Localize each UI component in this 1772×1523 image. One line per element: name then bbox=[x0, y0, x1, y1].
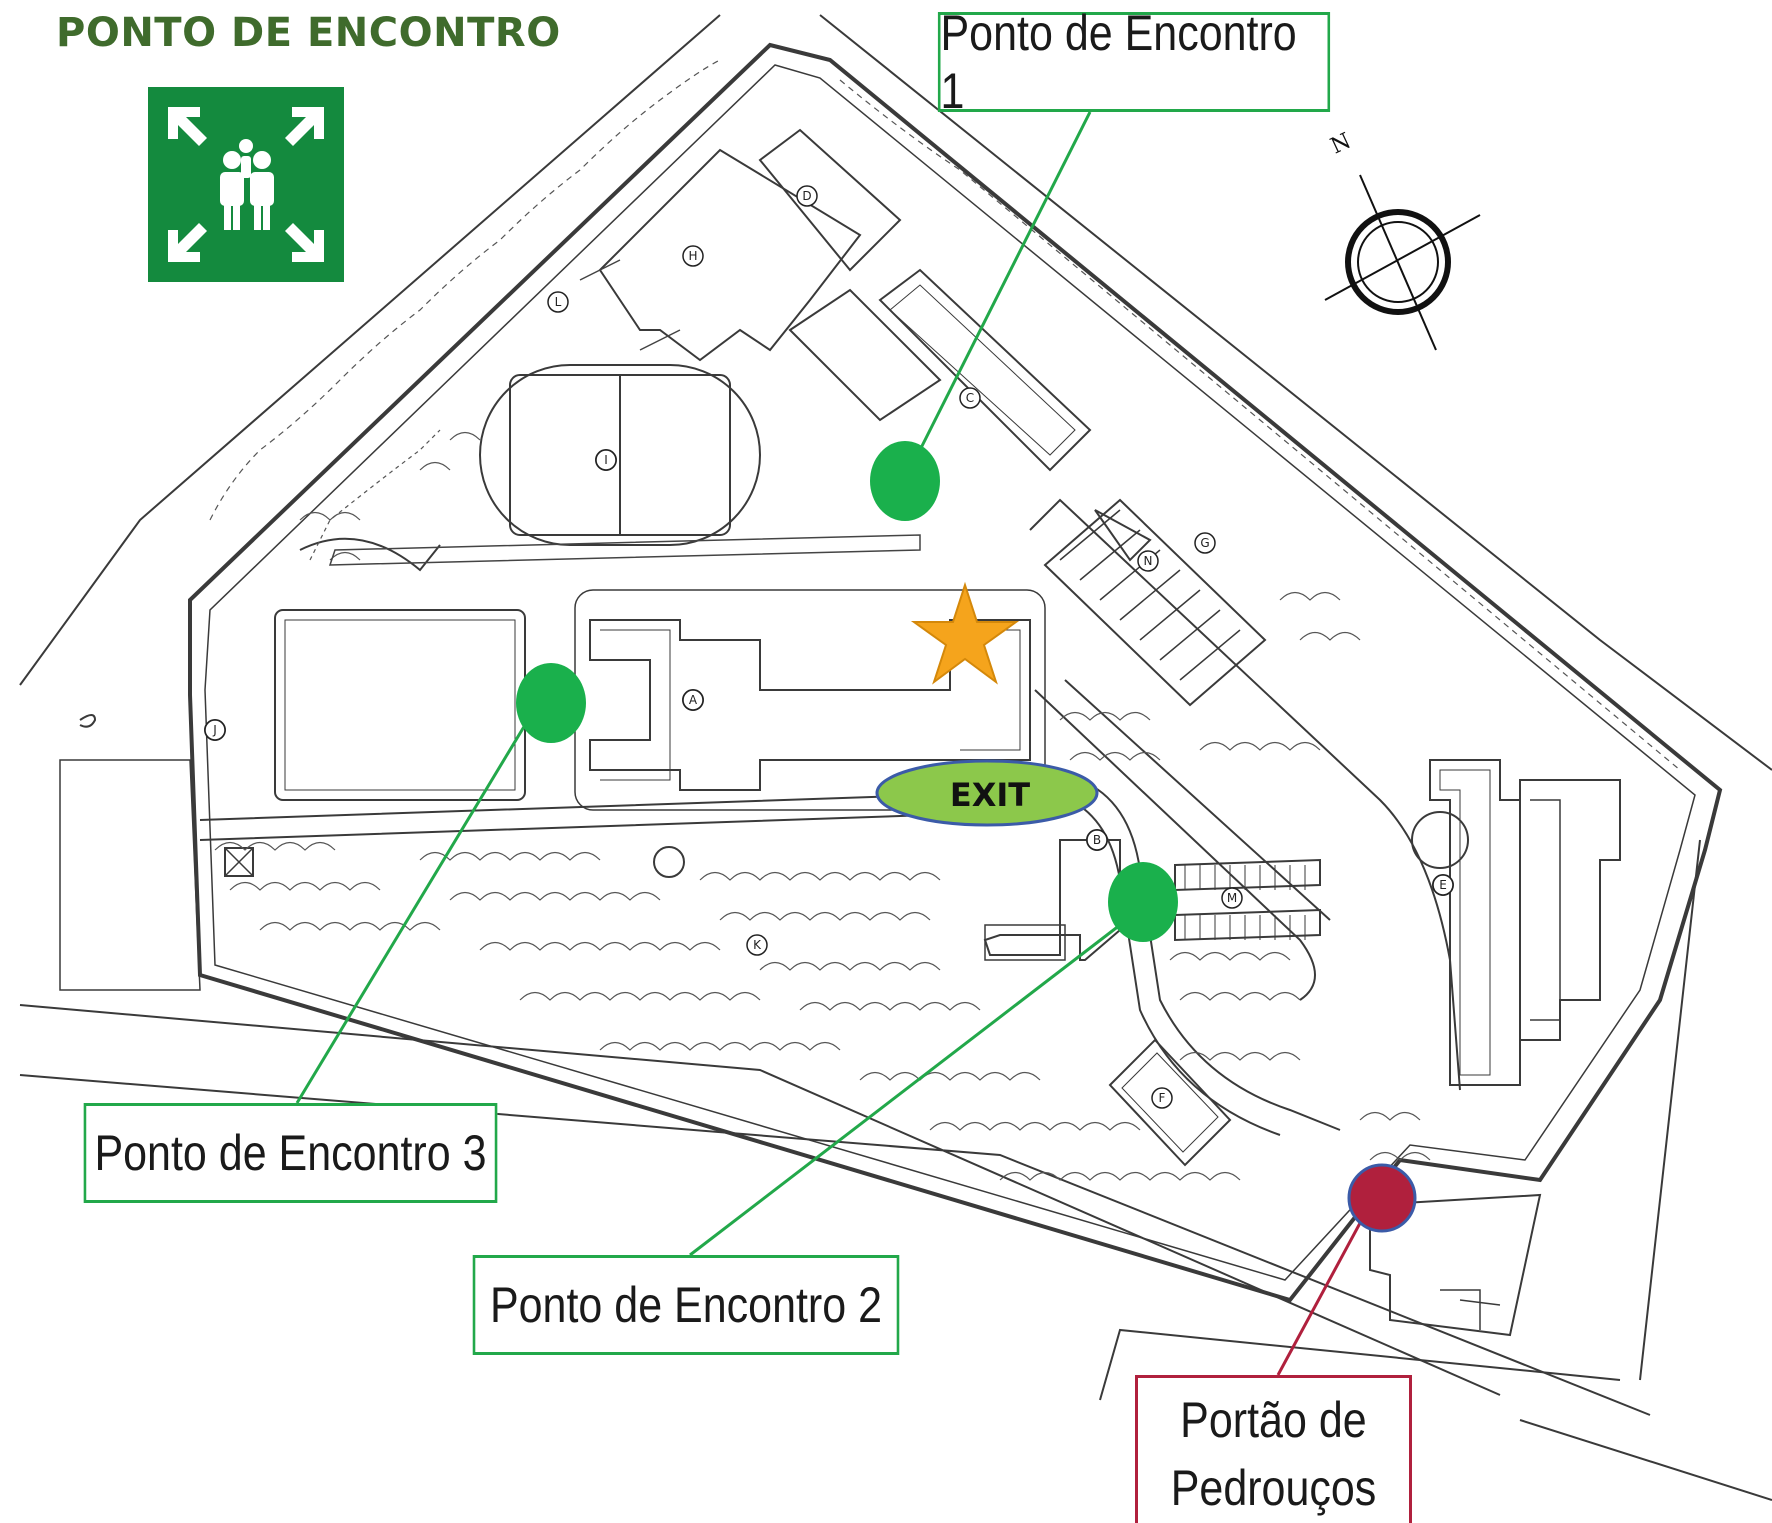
building-h bbox=[598, 148, 862, 362]
building-letter-b: B bbox=[1093, 833, 1101, 847]
meeting-point-markers bbox=[516, 441, 1178, 942]
internal-road bbox=[199, 778, 1341, 1131]
building-letter-g: G bbox=[1200, 536, 1209, 550]
gate-label: Portão de Pedrouços bbox=[1135, 1375, 1412, 1523]
meeting-point-3-marker[interactable] bbox=[516, 663, 586, 743]
building-e bbox=[1429, 759, 1521, 1086]
meeting-point-3-label: Ponto de Encontro 3 bbox=[83, 1103, 498, 1203]
tennis-court bbox=[1108, 1038, 1232, 1167]
page-title: PONTO DE ENCONTRO bbox=[56, 10, 561, 56]
gate-marker[interactable] bbox=[1347, 1163, 1417, 1233]
field-left bbox=[274, 609, 526, 801]
exit-label: EXIT bbox=[949, 776, 1031, 814]
internal-road bbox=[1034, 679, 1331, 1001]
street-edge bbox=[59, 759, 201, 991]
building-marker-g bbox=[1194, 532, 1216, 554]
meeting-point-2-marker[interactable] bbox=[1108, 862, 1178, 942]
parking-m bbox=[1174, 858, 1321, 942]
meeting-point-1-marker[interactable] bbox=[870, 441, 940, 521]
building-letter-d: D bbox=[802, 189, 811, 203]
meeting-point-2-label: Ponto de Encontro 2 bbox=[472, 1255, 900, 1355]
building-letter-h: H bbox=[688, 249, 697, 263]
building-c bbox=[878, 268, 1092, 472]
building-letter-m: M bbox=[1227, 891, 1237, 905]
building-marker-d bbox=[796, 185, 818, 207]
gate-label-line-2: Pedrouços bbox=[1170, 1459, 1377, 1516]
building-letter-f: F bbox=[1159, 1091, 1166, 1105]
building-e-annex bbox=[1519, 779, 1621, 1041]
callout-leaders bbox=[295, 111, 1368, 1376]
building-a bbox=[589, 619, 1031, 791]
meeting-point-1-label: Ponto de Encontro 1 bbox=[937, 5, 1331, 119]
building-letter-c: C bbox=[966, 391, 974, 405]
leader-line-3 bbox=[295, 724, 527, 1104]
building-letter-e: E bbox=[1439, 878, 1447, 892]
building-marker-f bbox=[1151, 1087, 1173, 1109]
internal-road bbox=[199, 798, 1281, 1136]
wooded-area bbox=[209, 59, 1681, 1181]
street-edge bbox=[19, 14, 1772, 771]
street-edge bbox=[19, 1004, 1651, 1416]
assembly-point-icon bbox=[148, 87, 344, 282]
building-marker-l bbox=[547, 291, 569, 313]
building-marker-b bbox=[1086, 829, 1108, 851]
building-b bbox=[983, 839, 1121, 961]
building-c-inner bbox=[889, 284, 1076, 456]
gate-label-line-1: Portão de bbox=[1180, 1391, 1367, 1448]
building-marker-m bbox=[1221, 887, 1243, 909]
gate-building bbox=[1369, 1193, 1542, 1337]
building-letter-j: J bbox=[212, 723, 217, 737]
street-edge bbox=[1099, 839, 1772, 1501]
leader-line-gate bbox=[1276, 1211, 1368, 1376]
building-letter-k: K bbox=[753, 938, 762, 952]
sports-track bbox=[479, 364, 761, 546]
building-letter-markers: A B C D E F G H I J K L M N bbox=[204, 185, 1454, 1109]
building-wing bbox=[788, 288, 942, 422]
building-marker-e bbox=[1432, 874, 1454, 896]
building-marker-n bbox=[1137, 550, 1159, 572]
campus-boundary-inner bbox=[204, 64, 1696, 1281]
building-marker-k bbox=[746, 934, 768, 956]
leader-line-1 bbox=[919, 111, 1092, 449]
exit-marker[interactable] bbox=[875, 759, 1099, 827]
hedge-row bbox=[328, 259, 921, 566]
location-star-icon bbox=[910, 581, 1020, 685]
parking-lot bbox=[1043, 498, 1267, 707]
building-letter-a: A bbox=[689, 693, 698, 707]
building-marker-a bbox=[682, 689, 704, 711]
leader-line-2 bbox=[689, 923, 1121, 1257]
building-marker-j bbox=[204, 719, 226, 741]
building-marker-i bbox=[595, 449, 617, 471]
compass-north-label: N bbox=[1327, 129, 1355, 160]
building-d bbox=[758, 128, 902, 272]
building-marker-c bbox=[959, 387, 981, 409]
building-marker-h bbox=[682, 245, 704, 267]
building-letter-n: N bbox=[1144, 554, 1153, 568]
building-letter-l: L bbox=[555, 295, 562, 309]
campus-boundary bbox=[188, 42, 1723, 1303]
compass-icon: N bbox=[1324, 129, 1481, 351]
building-letter-i: I bbox=[604, 453, 608, 467]
